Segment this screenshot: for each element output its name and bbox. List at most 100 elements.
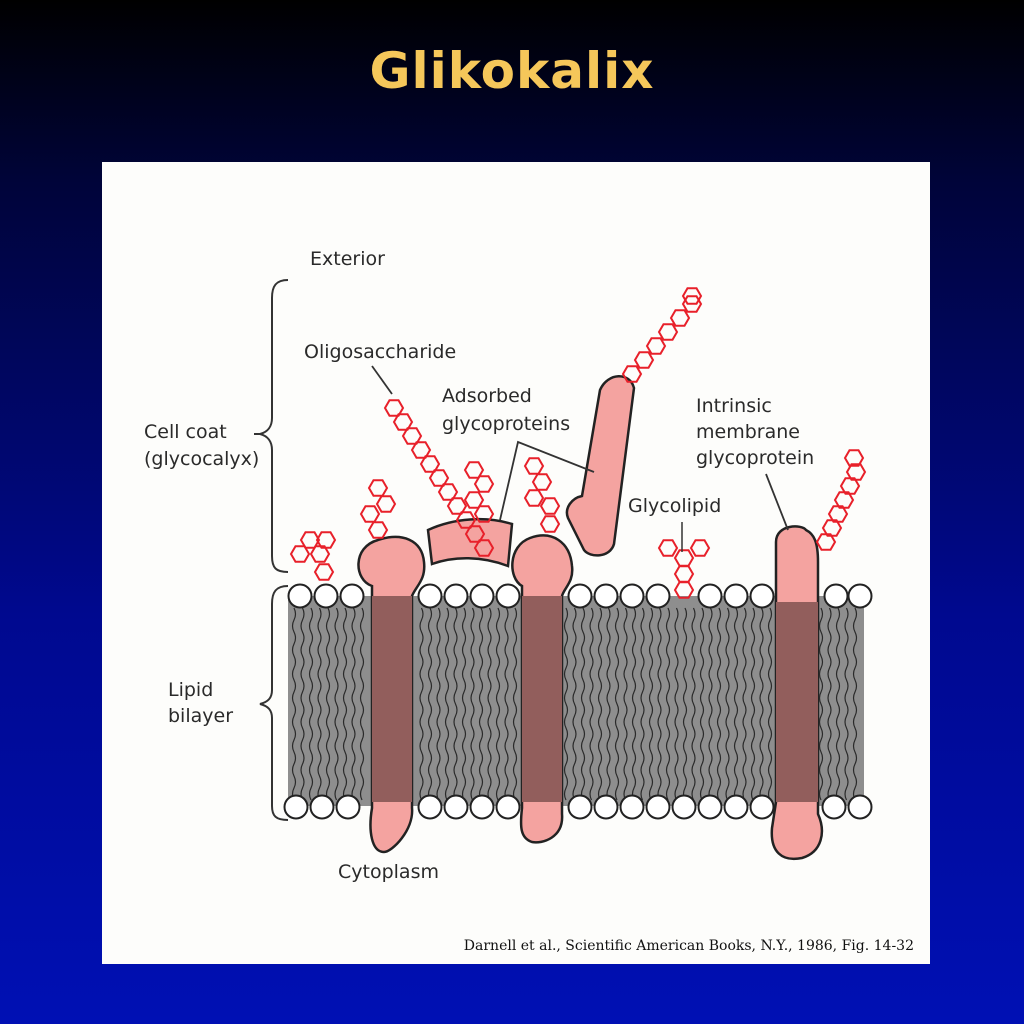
lipid-tail	[623, 607, 628, 801]
lipid-tail	[767, 607, 773, 801]
lipid-tail	[359, 607, 365, 801]
lipid-tail	[691, 607, 696, 801]
lipid-tail	[563, 607, 569, 801]
phospholipid-head	[495, 794, 521, 820]
lipid-tail	[436, 607, 441, 801]
lipid-tail	[487, 607, 492, 801]
phospholipid-head	[339, 583, 365, 609]
cell-coat-bracket	[259, 279, 289, 573]
phospholipid-head	[417, 583, 443, 609]
phospholipid-head	[619, 583, 645, 609]
lipid-bilayer-bracket	[259, 585, 289, 821]
phospholipid-head	[823, 583, 849, 609]
lipid-tail	[317, 607, 322, 801]
phospholipid-head	[723, 794, 749, 820]
lipid-tail	[597, 607, 603, 801]
lipid-tail	[827, 607, 832, 801]
lipid-tail	[750, 607, 756, 801]
lipid-tail	[478, 607, 484, 801]
phospholipid-head	[645, 794, 671, 820]
label-cell-coat-1: Cell coat	[144, 421, 227, 443]
lipid-tail	[427, 607, 433, 801]
phospholipid-head	[313, 583, 339, 609]
lipid-tails	[291, 607, 858, 801]
lipid-tail	[495, 607, 501, 801]
intrinsic-leader	[765, 473, 789, 531]
lipid-tail	[614, 607, 620, 801]
phospholipid-head	[671, 794, 697, 820]
lipid-tail	[504, 607, 509, 801]
lipid-tail	[470, 607, 475, 801]
phospholipid-head	[469, 794, 495, 820]
label-intrinsic-1: Intrinsic	[696, 395, 772, 417]
phospholipid-head	[287, 583, 313, 609]
lipid-tail	[419, 607, 424, 801]
lipid-tail	[351, 607, 356, 801]
lipid-tail	[631, 607, 637, 801]
phospholipid-heads	[283, 583, 873, 820]
lipid-tail	[716, 607, 722, 801]
phospholipid-head	[593, 583, 619, 609]
phospholipid-head	[847, 583, 873, 609]
lipid-tail	[682, 607, 688, 801]
phospholipid-head	[697, 583, 723, 609]
glycocalyx-diagram: Exterior Oligosaccharide Adsorbed glycop…	[144, 248, 873, 883]
adsorbed-glycoprotein-rod	[565, 375, 636, 557]
lipid-tail	[300, 607, 305, 801]
lipid-tail	[589, 607, 594, 801]
phospholipid-head	[749, 794, 775, 820]
lipid-tail	[648, 607, 654, 801]
lipid-tail	[580, 607, 586, 801]
lipid-tail	[852, 607, 858, 801]
phospholipid-head	[619, 794, 645, 820]
lipid-tail	[665, 607, 671, 801]
lipid-tail	[453, 607, 458, 801]
lipid-tail	[291, 607, 297, 801]
phospholipid-head	[283, 794, 309, 820]
label-adsorbed-1: Adsorbed	[442, 385, 532, 407]
phospholipid-head	[697, 794, 723, 820]
label-cell-coat-2: (glycocalyx)	[144, 448, 259, 470]
lipid-tail	[334, 607, 339, 801]
phospholipid-head	[335, 794, 361, 820]
label-exterior: Exterior	[310, 248, 385, 270]
phospholipid-head	[847, 794, 873, 820]
phospholipid-head	[469, 583, 495, 609]
oligosaccharide-chain-a	[360, 479, 396, 539]
citation: Darnell et al., Scientific American Book…	[463, 938, 914, 954]
lipid-tail	[733, 607, 739, 801]
phospholipid-head	[821, 794, 847, 820]
phospholipid-head	[567, 583, 593, 609]
lipid-tail	[606, 607, 611, 801]
lipid-tail	[444, 607, 450, 801]
phospholipid-head	[443, 794, 469, 820]
lipid-tail	[725, 607, 730, 801]
adsorbed-sugar-b	[524, 457, 560, 533]
slide-title: Glikokalix	[369, 42, 655, 100]
intrinsic-membrane-glycoprotein	[770, 525, 823, 861]
lipid-tail	[844, 607, 849, 801]
adsorbed-leader	[499, 440, 595, 521]
lipid-tail	[572, 607, 577, 801]
diagram-panel: Exterior Oligosaccharide Adsorbed glycop…	[102, 162, 930, 964]
oligosaccharide-leader	[371, 365, 393, 395]
lipid-tail	[461, 607, 467, 801]
lipid-tail	[342, 607, 348, 801]
label-intrinsic-3: glycoprotein	[696, 447, 814, 469]
label-adsorbed-2: glycoproteins	[442, 413, 570, 435]
phospholipid-head	[443, 583, 469, 609]
lipid-tail	[699, 607, 705, 801]
phospholipid-head	[567, 794, 593, 820]
phospholipid-head	[417, 794, 443, 820]
lipid-tail	[308, 607, 314, 801]
lipid-tail	[657, 607, 662, 801]
phospholipid-head	[645, 583, 671, 609]
label-lipid-2: bilayer	[168, 705, 233, 727]
phospholipid-head	[593, 794, 619, 820]
label-glycolipid: Glycolipid	[628, 495, 721, 517]
rod-sugar-chain	[622, 287, 702, 383]
phospholipid-head	[723, 583, 749, 609]
glycolipid-sugar-left	[290, 531, 336, 581]
lipid-tail	[325, 607, 331, 801]
lipid-tail	[708, 607, 713, 801]
